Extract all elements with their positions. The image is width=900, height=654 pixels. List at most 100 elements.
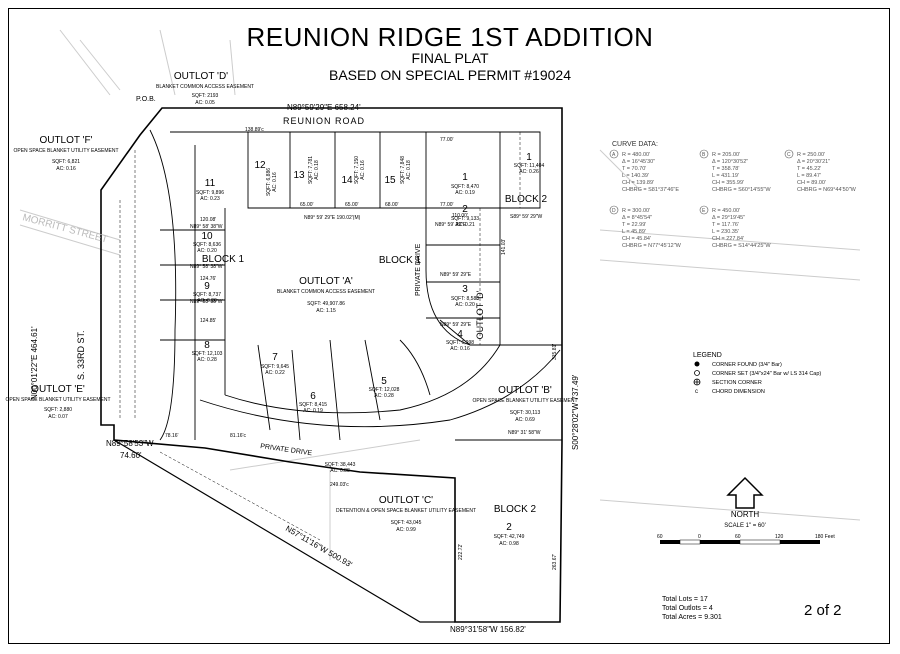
outlot-c-desc: DETENTION & OPEN SPACE BLANKET UTILITY E… [336,508,476,514]
outlot-d-side-name: OUTLOT 'D' [475,290,485,339]
svg-text:68.00': 68.00' [385,202,399,208]
svg-text:110.00': 110.00' [452,213,468,219]
svg-text:65.00': 65.00' [345,202,359,208]
svg-text:120: 120 [775,534,784,540]
svg-text:SQFT: 9,896: SQFT: 9,896 [196,190,224,196]
block2-top: BLOCK 2 [505,194,548,205]
svg-text:65.00': 65.00' [300,202,314,208]
section-corner-icon [693,378,701,386]
svg-text:77.00': 77.00' [440,137,454,143]
outlot-f-desc: OPEN SPACE BLANKET UTILITY EASEMENT [13,148,118,154]
svg-text:60: 60 [735,534,741,540]
svg-text:AC: 0.22: AC: 0.22 [265,370,285,376]
svg-text:AC: 0.98: AC: 0.98 [499,541,519,547]
svg-text:15: 15 [384,175,396,186]
svg-text:N89° 31' 58"W: N89° 31' 58"W [508,430,541,436]
outlot-d-top-sqft: SQFT: 2193 [192,93,219,99]
outlot-e-name: OUTLOT 'E' [31,384,85,395]
southwest-boundary-label: N89°58'53"W [106,439,154,448]
block-labels: BLOCK 1 BLOCK 1 BLOCK 2 BLOCK 2 [202,194,548,515]
svg-text:2: 2 [506,522,512,533]
outlot-e-ac: AC: 0.07 [48,414,68,420]
block1-left: BLOCK 1 [202,254,245,265]
curve-d: D R = 300.00' Δ = 8°45'54" T = 22.99' L … [609,205,682,249]
svg-text:AC: 0.16: AC: 0.16 [272,172,278,192]
svg-text:4: 4 [457,329,463,340]
road-name: REUNION ROAD [283,116,365,126]
svg-text:T = 117.76': T = 117.76' [712,222,739,228]
svg-text:SQFT: 12,103: SQFT: 12,103 [192,351,223,357]
svg-text:138.89'c: 138.89'c [245,127,264,133]
legend: LEGEND CORNER FOUND (3/4" Bar) CORNER SE… [693,352,821,395]
svg-text:CH = 227.84': CH = 227.84' [712,236,744,242]
curve-c: C R = 250.00' Δ = 20°30'21" T = 45.22' L… [784,149,857,193]
svg-text:T = 22.99': T = 22.99' [622,222,646,228]
svg-text:11: 11 [205,178,216,189]
svg-text:T = 70.70': T = 70.70' [622,166,646,172]
svg-text:AC: 0.19: AC: 0.19 [303,408,323,414]
svg-text:AC: 0.20: AC: 0.20 [197,298,217,304]
svg-text:CH = 139.89': CH = 139.89' [622,180,654,186]
scale-label: SCALE 1" = 60' [724,523,765,529]
svg-text:81.16'c: 81.16'c [230,433,246,439]
svg-text:SQFT: 6,998: SQFT: 6,998 [446,340,474,346]
outlot-b-sqft: SQFT: 30,113 [510,410,541,416]
svg-text:AC: 0.28: AC: 0.28 [374,393,394,399]
svg-text:SQFT: 12,028: SQFT: 12,028 [369,387,400,393]
chord-icon: c [695,389,698,395]
curve-a: A R = 480.00' Δ = 16°45'30" T = 70.70' L… [609,149,679,193]
svg-text:AC: 0.16: AC: 0.16 [450,346,470,352]
svg-text:AC: 0.26: AC: 0.26 [519,169,539,175]
svg-text:124.76': 124.76' [200,276,216,282]
outlot-d-top-name: OUTLOT 'D' [174,71,228,82]
svg-text:249.03'c: 249.03'c [330,482,349,488]
plat-title: REUNION RIDGE 1ST ADDITION [246,22,654,52]
svg-text:CHBRG = N77°45'12"W: CHBRG = N77°45'12"W [622,243,682,249]
east-boundary-label: S00°28'02"W 737.49' [571,374,580,450]
south-boundary-label: N89°31'58"W 156.82' [450,625,526,634]
svg-text:1: 1 [462,172,468,183]
svg-text:SQFT: 7,848: SQFT: 7,848 [400,156,406,184]
svg-text:T = 358.78': T = 358.78' [712,166,739,172]
svg-text:SQFT: 8,415: SQFT: 8,415 [299,402,327,408]
outlot-b-ac: AC: 0.69 [515,417,535,423]
svg-text:Δ = 16°45'30": Δ = 16°45'30" [622,159,655,165]
legend-item: CORNER SET (3/4"x24" Bar w/ LS 314 Cap) [712,371,821,377]
svg-text:CH = 45.84': CH = 45.84' [622,236,651,242]
svg-text:AC: 0.16: AC: 0.16 [360,160,366,180]
west-boundary-label: N00°01'22"E 464.61' [30,326,39,400]
svg-text:SQFT: 7,781: SQFT: 7,781 [308,156,314,184]
total-outlots: Total Outlots = 4 [662,605,713,612]
svg-text:N89° 58' 38"W: N89° 58' 38"W [190,299,223,305]
svg-text:13: 13 [293,170,305,181]
svg-text:R = 450.00': R = 450.00' [712,208,740,214]
outlot-f-ac: AC: 0.16 [56,166,76,172]
background-streets [19,29,861,560]
scale-ticks: 60 0 60 120 180 Feet [657,534,835,540]
block1-mid: BLOCK 1 [379,255,422,266]
southwest-length-label: 74.60' [120,451,142,460]
svg-text:9: 9 [204,281,210,292]
svg-text:D: D [612,208,616,214]
corner-found-icon [694,361,700,367]
easement-lines [119,132,521,541]
svg-text:AC: 0.18: AC: 0.18 [406,160,412,180]
svg-text:222.72': 222.72' [458,544,464,560]
svg-text:AC: 0.18: AC: 0.18 [314,160,320,180]
svg-text:124.85': 124.85' [200,318,216,324]
outlot-a-name: OUTLOT 'A' [299,276,353,287]
svg-text:E: E [702,208,706,214]
svg-text:C: C [787,152,791,158]
svg-text:N89° 59' 29"E: N89° 59' 29"E [440,322,472,328]
svg-text:77.00': 77.00' [440,202,454,208]
